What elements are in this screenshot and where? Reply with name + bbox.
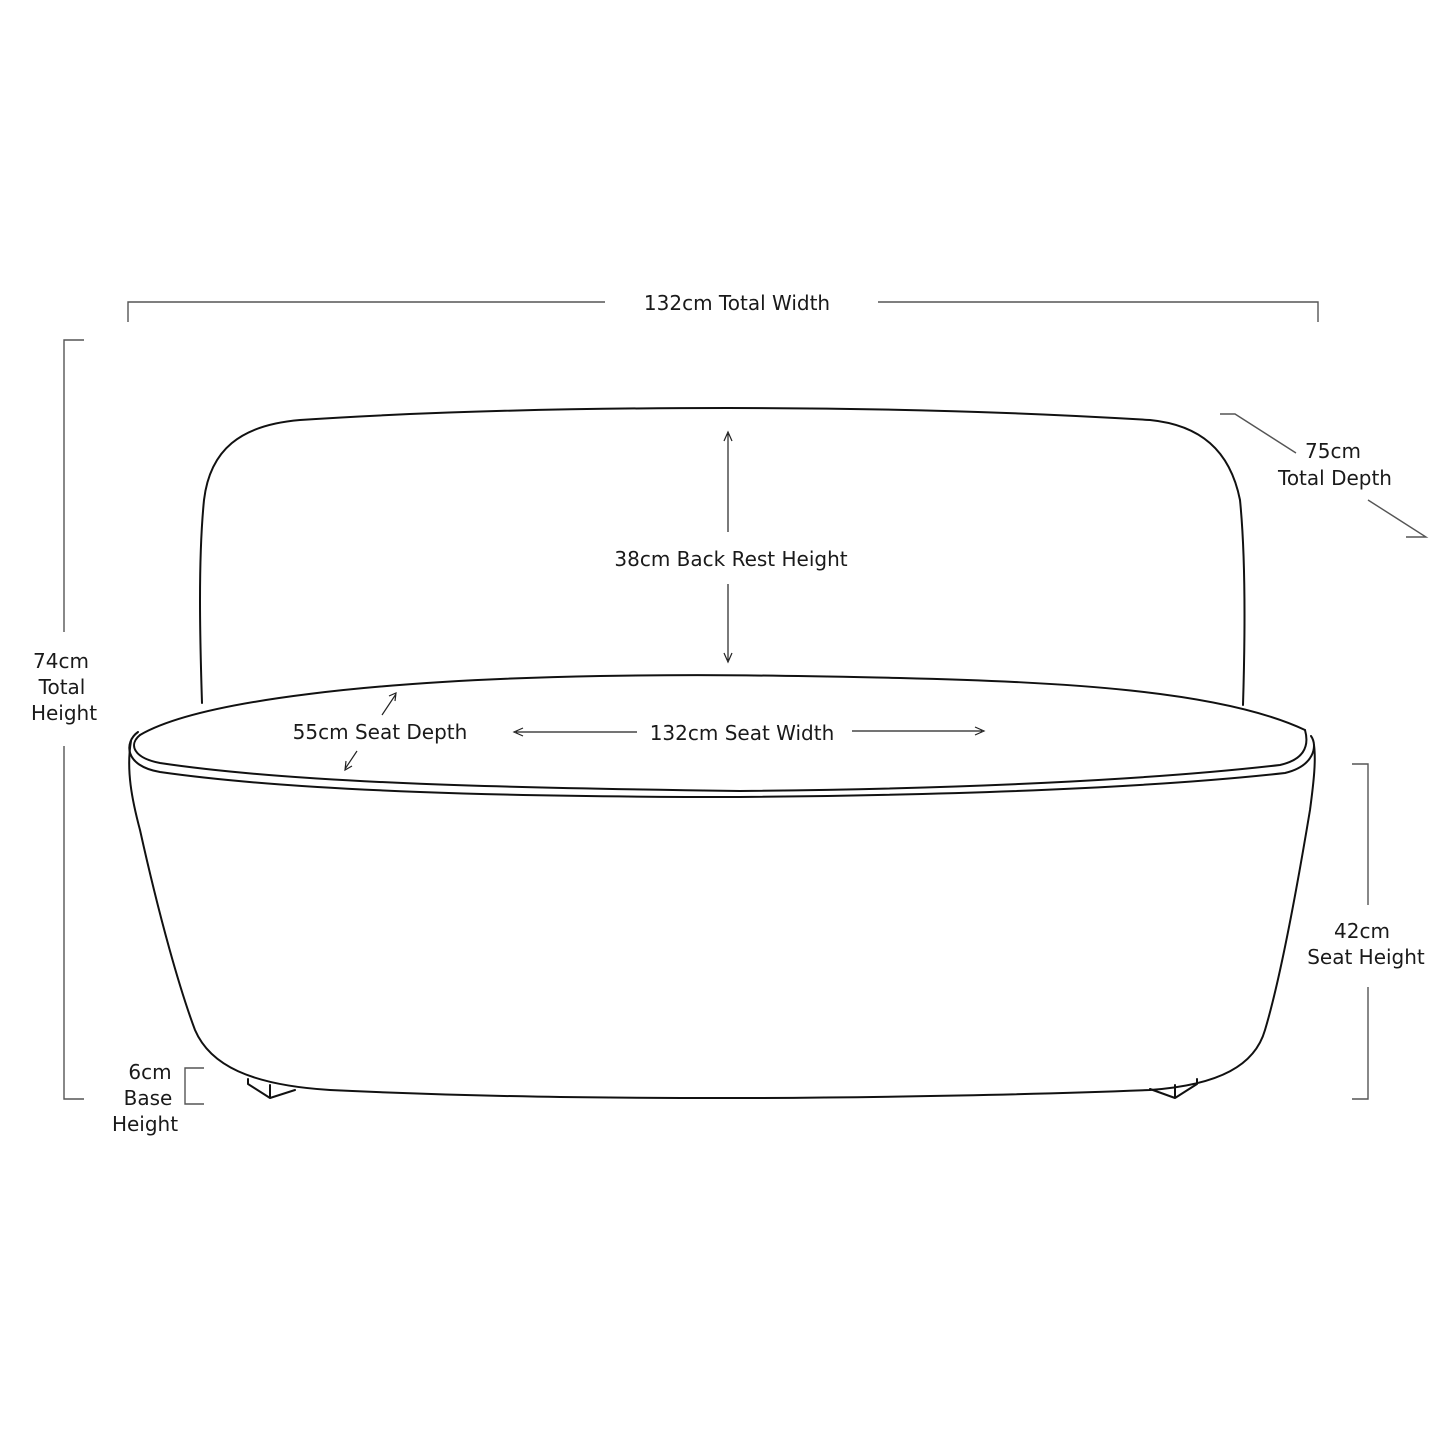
back-rest-height-arrows: 38cm Back Rest Height (614, 430, 848, 664)
sofa-base-outline (128, 740, 1316, 1099)
total-depth-label: Total Depth (1277, 466, 1392, 490)
seat-depth-arrows: 55cm Seat Depth (293, 692, 468, 772)
base-height-dimension: 6cm Base Height (112, 1060, 204, 1136)
seat-height-label: Seat Height (1307, 945, 1425, 969)
seat-height-value: 42cm (1334, 919, 1390, 943)
back-rest-height-label: 38cm Back Rest Height (614, 547, 847, 571)
sofa-backrest-outline (199, 407, 1246, 706)
total-height-label-2: Height (31, 701, 97, 725)
total-depth-value: 75cm (1305, 439, 1361, 463)
left-leg (247, 1078, 296, 1099)
right-leg (1149, 1078, 1198, 1099)
total-height-value: 74cm (33, 649, 89, 673)
seat-cushion-top (139, 674, 1306, 736)
base-height-value: 6cm (128, 1060, 171, 1084)
seat-depth-label: 55cm Seat Depth (293, 720, 468, 744)
seat-cushion-piping-outer (128, 731, 1315, 798)
seat-cushion-piping-inner (133, 729, 1308, 792)
base-height-label-1: Base (124, 1086, 173, 1110)
total-height-dimension: 74cm Total Height (31, 339, 97, 1100)
seat-width-arrows: 132cm Seat Width (512, 721, 986, 745)
total-width-label: 132cm Total Width (644, 291, 830, 315)
base-height-label-2: Height (112, 1112, 178, 1136)
total-height-label-1: Total (38, 675, 86, 699)
total-depth-dimension: 75cm Total Depth (1220, 413, 1429, 538)
seat-width-label: 132cm Seat Width (650, 721, 835, 745)
total-width-dimension: 132cm Total Width (127, 291, 1319, 322)
seat-height-dimension: 42cm Seat Height (1307, 763, 1425, 1100)
